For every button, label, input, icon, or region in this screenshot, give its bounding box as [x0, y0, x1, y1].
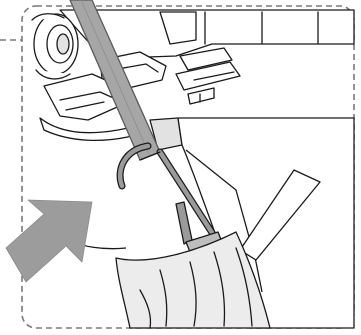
seat-belt-illustration — [0, 0, 361, 335]
illustration-canvas — [0, 0, 361, 335]
